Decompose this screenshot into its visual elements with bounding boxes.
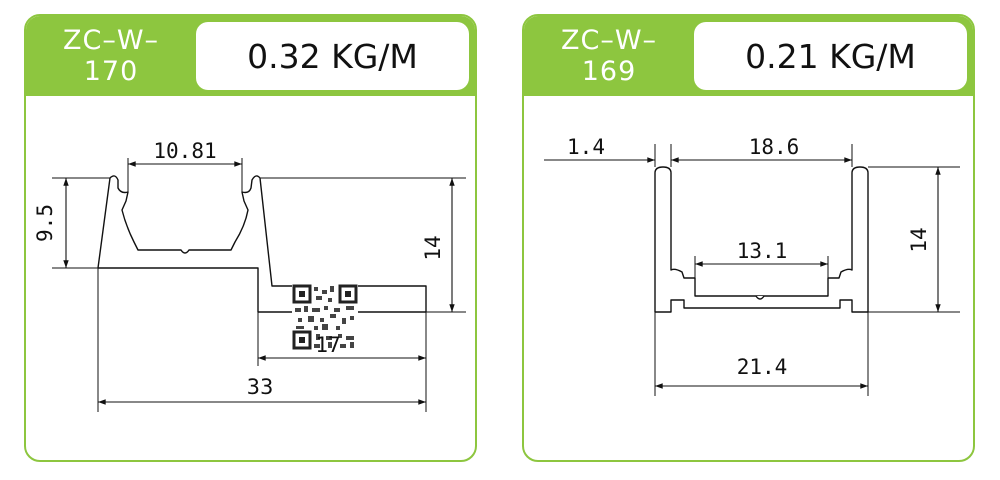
- profile-inner-notch: [755, 295, 765, 300]
- dim-step-width-label: 17: [315, 333, 340, 357]
- model-code-line1: ZC–W–: [62, 25, 160, 56]
- model-code: ZC–W– 169: [524, 16, 694, 96]
- dim-total-width-label: 33: [247, 375, 274, 399]
- dim-inner-width-label: 18.6: [749, 135, 800, 159]
- card-header: ZC–W– 169 0.21 KG/M: [524, 16, 973, 96]
- dim-top-width-label: 10.81: [153, 139, 216, 163]
- dim-right-height-label: 14: [421, 235, 445, 260]
- model-code: ZC–W– 170: [26, 16, 196, 96]
- profile-outline: [97, 175, 427, 313]
- profile-card-zc-w-169: ZC–W– 169 0.21 KG/M 1.4 18.6 13.1: [522, 14, 975, 462]
- dim-total-width-label: 21.4: [737, 355, 788, 379]
- dim-left-height-label: 9.5: [33, 204, 57, 242]
- model-code-line1: ZC–W–: [560, 25, 658, 56]
- dim-wall-label: 1.4: [567, 135, 605, 159]
- model-code-line2: 170: [83, 56, 139, 87]
- dim-height-label: 14: [907, 227, 931, 252]
- weight-label: 0.21 KG/M: [694, 22, 967, 90]
- dim-channel-width-label: 13.1: [737, 239, 788, 263]
- profile-outline: [654, 166, 869, 313]
- profile-card-zc-w-170: ZC–W– 170 0.32 KG/M: [24, 14, 477, 462]
- profile-drawing: 1.4 18.6 13.1 14 21.4: [544, 135, 960, 396]
- profile-drawing: 10.81 9.5 14 17 33: [33, 139, 466, 412]
- weight-label: 0.32 KG/M: [196, 22, 469, 90]
- card-header: ZC–W– 170 0.32 KG/M: [26, 16, 475, 96]
- qr-code-icon: [292, 284, 358, 350]
- model-code-line2: 169: [581, 56, 637, 87]
